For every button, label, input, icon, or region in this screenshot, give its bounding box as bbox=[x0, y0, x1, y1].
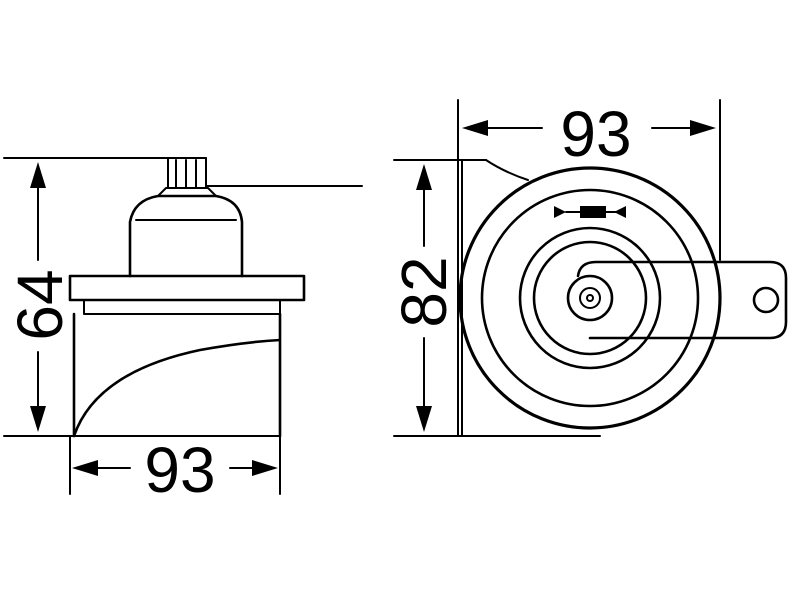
bracket-mounting-hole bbox=[752, 286, 780, 314]
dimension-height-front: 82 bbox=[388, 164, 460, 432]
front-height-label: 82 bbox=[388, 256, 460, 327]
front-width-label: 93 bbox=[560, 98, 631, 170]
horn-outer-rim bbox=[458, 166, 722, 430]
horn-center-dot bbox=[586, 294, 594, 302]
horn-trumpet-body bbox=[72, 312, 282, 438]
side-height-label: 64 bbox=[4, 269, 76, 340]
flange-lower-plate bbox=[83, 299, 281, 315]
front-view: 93 82 bbox=[388, 98, 788, 437]
mounting-bracket bbox=[576, 260, 788, 340]
horn-middle-ring bbox=[480, 188, 700, 408]
dimension-width-front: 93 bbox=[462, 98, 716, 170]
horn-hub-ring bbox=[532, 240, 648, 356]
terminal-connector bbox=[157, 157, 217, 197]
horn-back-lip bbox=[461, 159, 529, 437]
horn-center-pin bbox=[579, 287, 601, 309]
horn-center-boss bbox=[566, 274, 614, 322]
horn-housing-dome bbox=[128, 194, 244, 278]
horn-inner-ring bbox=[518, 226, 662, 370]
dimension-width-side: 93 bbox=[69, 434, 281, 506]
mounting-flange bbox=[68, 274, 306, 302]
side-width-label: 93 bbox=[144, 434, 215, 506]
side-view: 64 93 bbox=[3, 157, 363, 506]
horn-symbol-icon bbox=[554, 206, 626, 218]
dimension-height-side: 64 bbox=[4, 162, 76, 432]
